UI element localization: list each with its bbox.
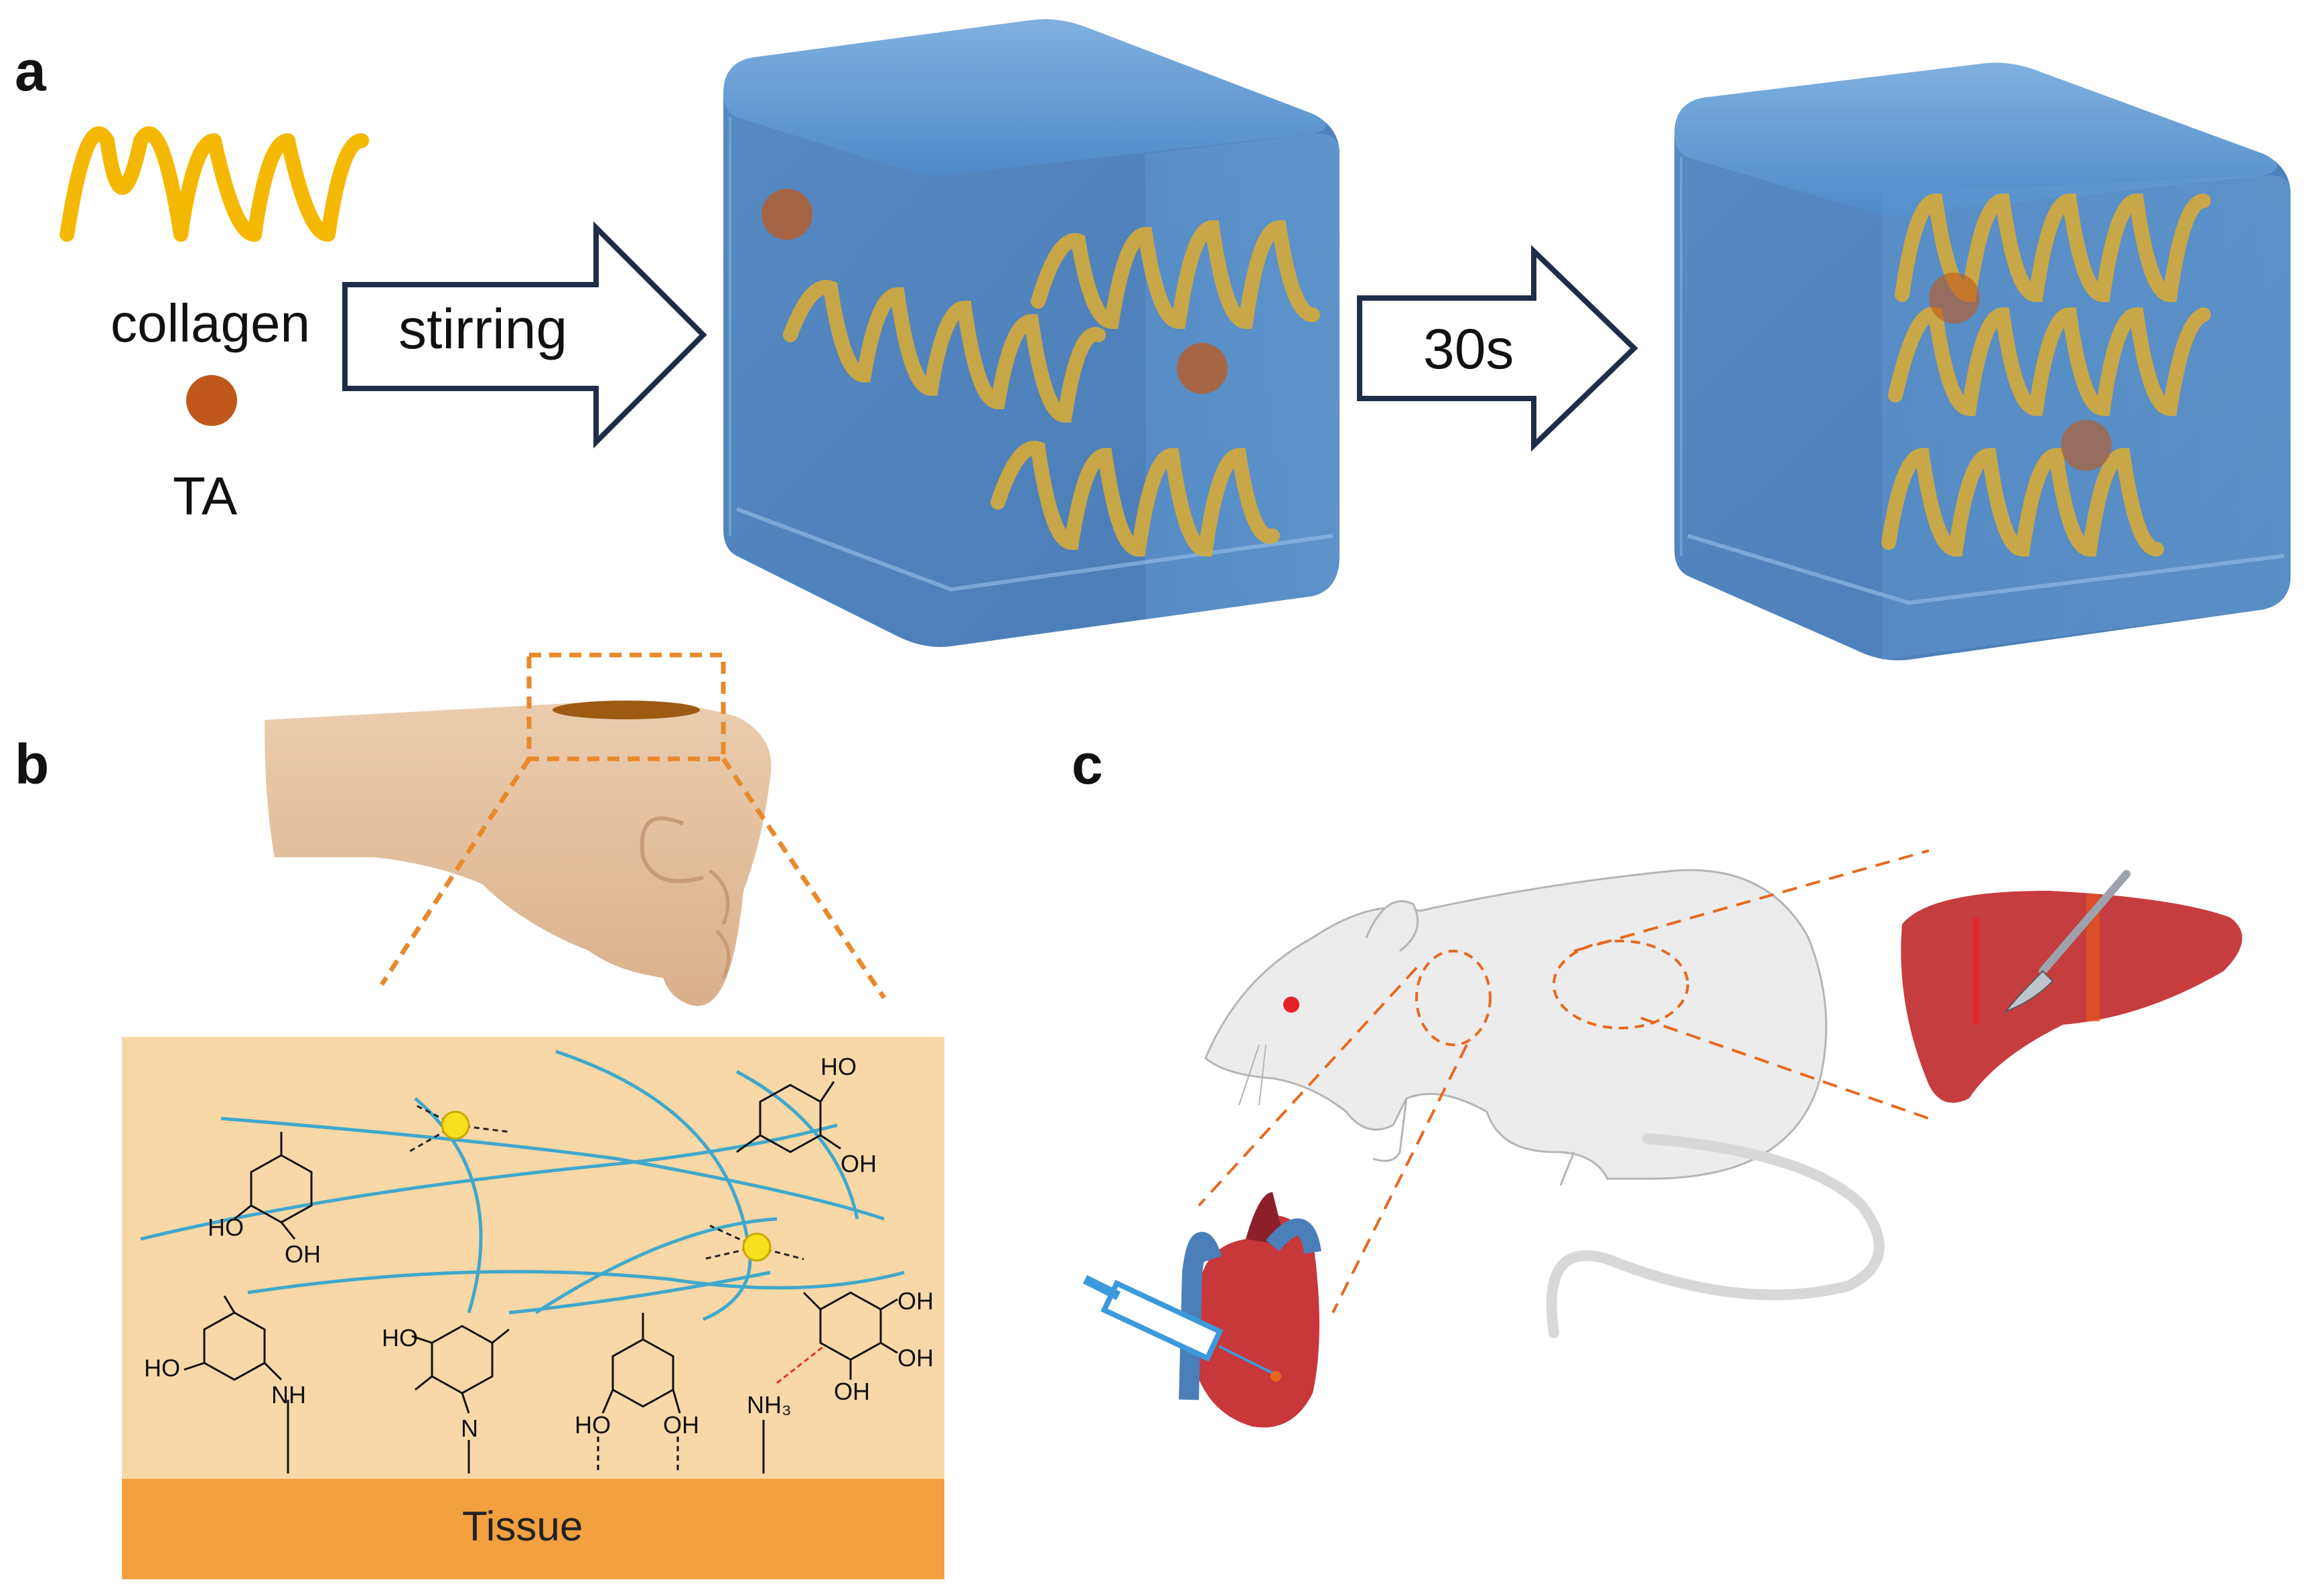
liver-illustration [1901, 870, 2242, 1103]
chem-label: N [461, 1414, 478, 1442]
chem-label: OH [663, 1411, 699, 1439]
chem-label: OH [841, 1150, 877, 1177]
chem-label: HO [144, 1354, 180, 1382]
tissue-label: Tissue [462, 1504, 583, 1550]
chem-label: HO [382, 1324, 418, 1352]
crosslink-node [441, 1110, 470, 1140]
hydrogel-cube-1 [723, 19, 1340, 647]
time-label: 30s [1423, 317, 1514, 380]
arm-illustration [265, 701, 772, 1006]
liver-region-outline [1552, 940, 1689, 1029]
panel-c-letter: c [1072, 733, 1103, 796]
panel-a: a collagen TA stirring 30s [15, 19, 2291, 660]
collagen-label: collagen [111, 293, 310, 353]
rat-illustration [1204, 869, 1885, 1338]
chem-label: OH [897, 1344, 934, 1372]
callout-lines [1198, 849, 1930, 1313]
chemical-labels: HO OH HO OH HO NH HO N HO OH NH₃ OH OH O… [144, 1053, 934, 1442]
ta-particle [762, 189, 812, 240]
hydrogel-cube-2 [1674, 62, 2291, 660]
chem-label: HO [208, 1214, 244, 1241]
chem-label: OH [897, 1287, 934, 1315]
chem-label: OH [834, 1378, 870, 1405]
crosslink-node [742, 1232, 772, 1262]
time-arrow: 30s [1357, 244, 1638, 452]
mechanism-background [122, 1037, 944, 1479]
ta-particle [1929, 273, 1980, 323]
collagen-fibers [140, 1049, 905, 1321]
panel-c: c [1072, 733, 2242, 1428]
collagen-strand [1888, 307, 2211, 417]
stirring-label: stirring [399, 297, 567, 360]
panel-b-letter: b [15, 733, 49, 796]
ta-particle [1177, 343, 1228, 394]
collagen-strand [783, 279, 1106, 423]
ta-particle [2061, 420, 2112, 471]
collagen-strand [1881, 447, 2164, 557]
collagen-strand [1895, 193, 2211, 303]
scalpel-icon [2004, 870, 2130, 1013]
panel-b: b Tissue [15, 652, 944, 1579]
crosslink-nodes [408, 1104, 804, 1262]
syringe-icon [1082, 1275, 1281, 1382]
chem-label: NH [271, 1381, 306, 1408]
callout-box [526, 652, 726, 761]
panel-a-letter: a [15, 40, 47, 102]
heart-region-outline [1415, 950, 1492, 1046]
chem-label: HO [820, 1053, 857, 1080]
stirring-arrow: stirring [342, 221, 707, 449]
tissue-layer [122, 1479, 944, 1579]
rat-eye-icon [1283, 997, 1299, 1013]
chem-label: HO [575, 1411, 611, 1439]
ta-label: TA [173, 466, 238, 526]
chem-label: OH [285, 1240, 321, 1268]
chem-label: NH₃ [747, 1391, 792, 1419]
collagen-strand [991, 441, 1280, 557]
collagen-legend-icon [60, 126, 369, 242]
heart-illustration [1082, 1192, 1321, 1428]
callout-line-left [380, 757, 531, 986]
collagen-strand [1031, 220, 1320, 330]
ta-legend-icon [186, 375, 237, 426]
chemical-structures [184, 1081, 898, 1473]
callout-line-right [721, 757, 886, 999]
wound-icon [553, 701, 700, 719]
